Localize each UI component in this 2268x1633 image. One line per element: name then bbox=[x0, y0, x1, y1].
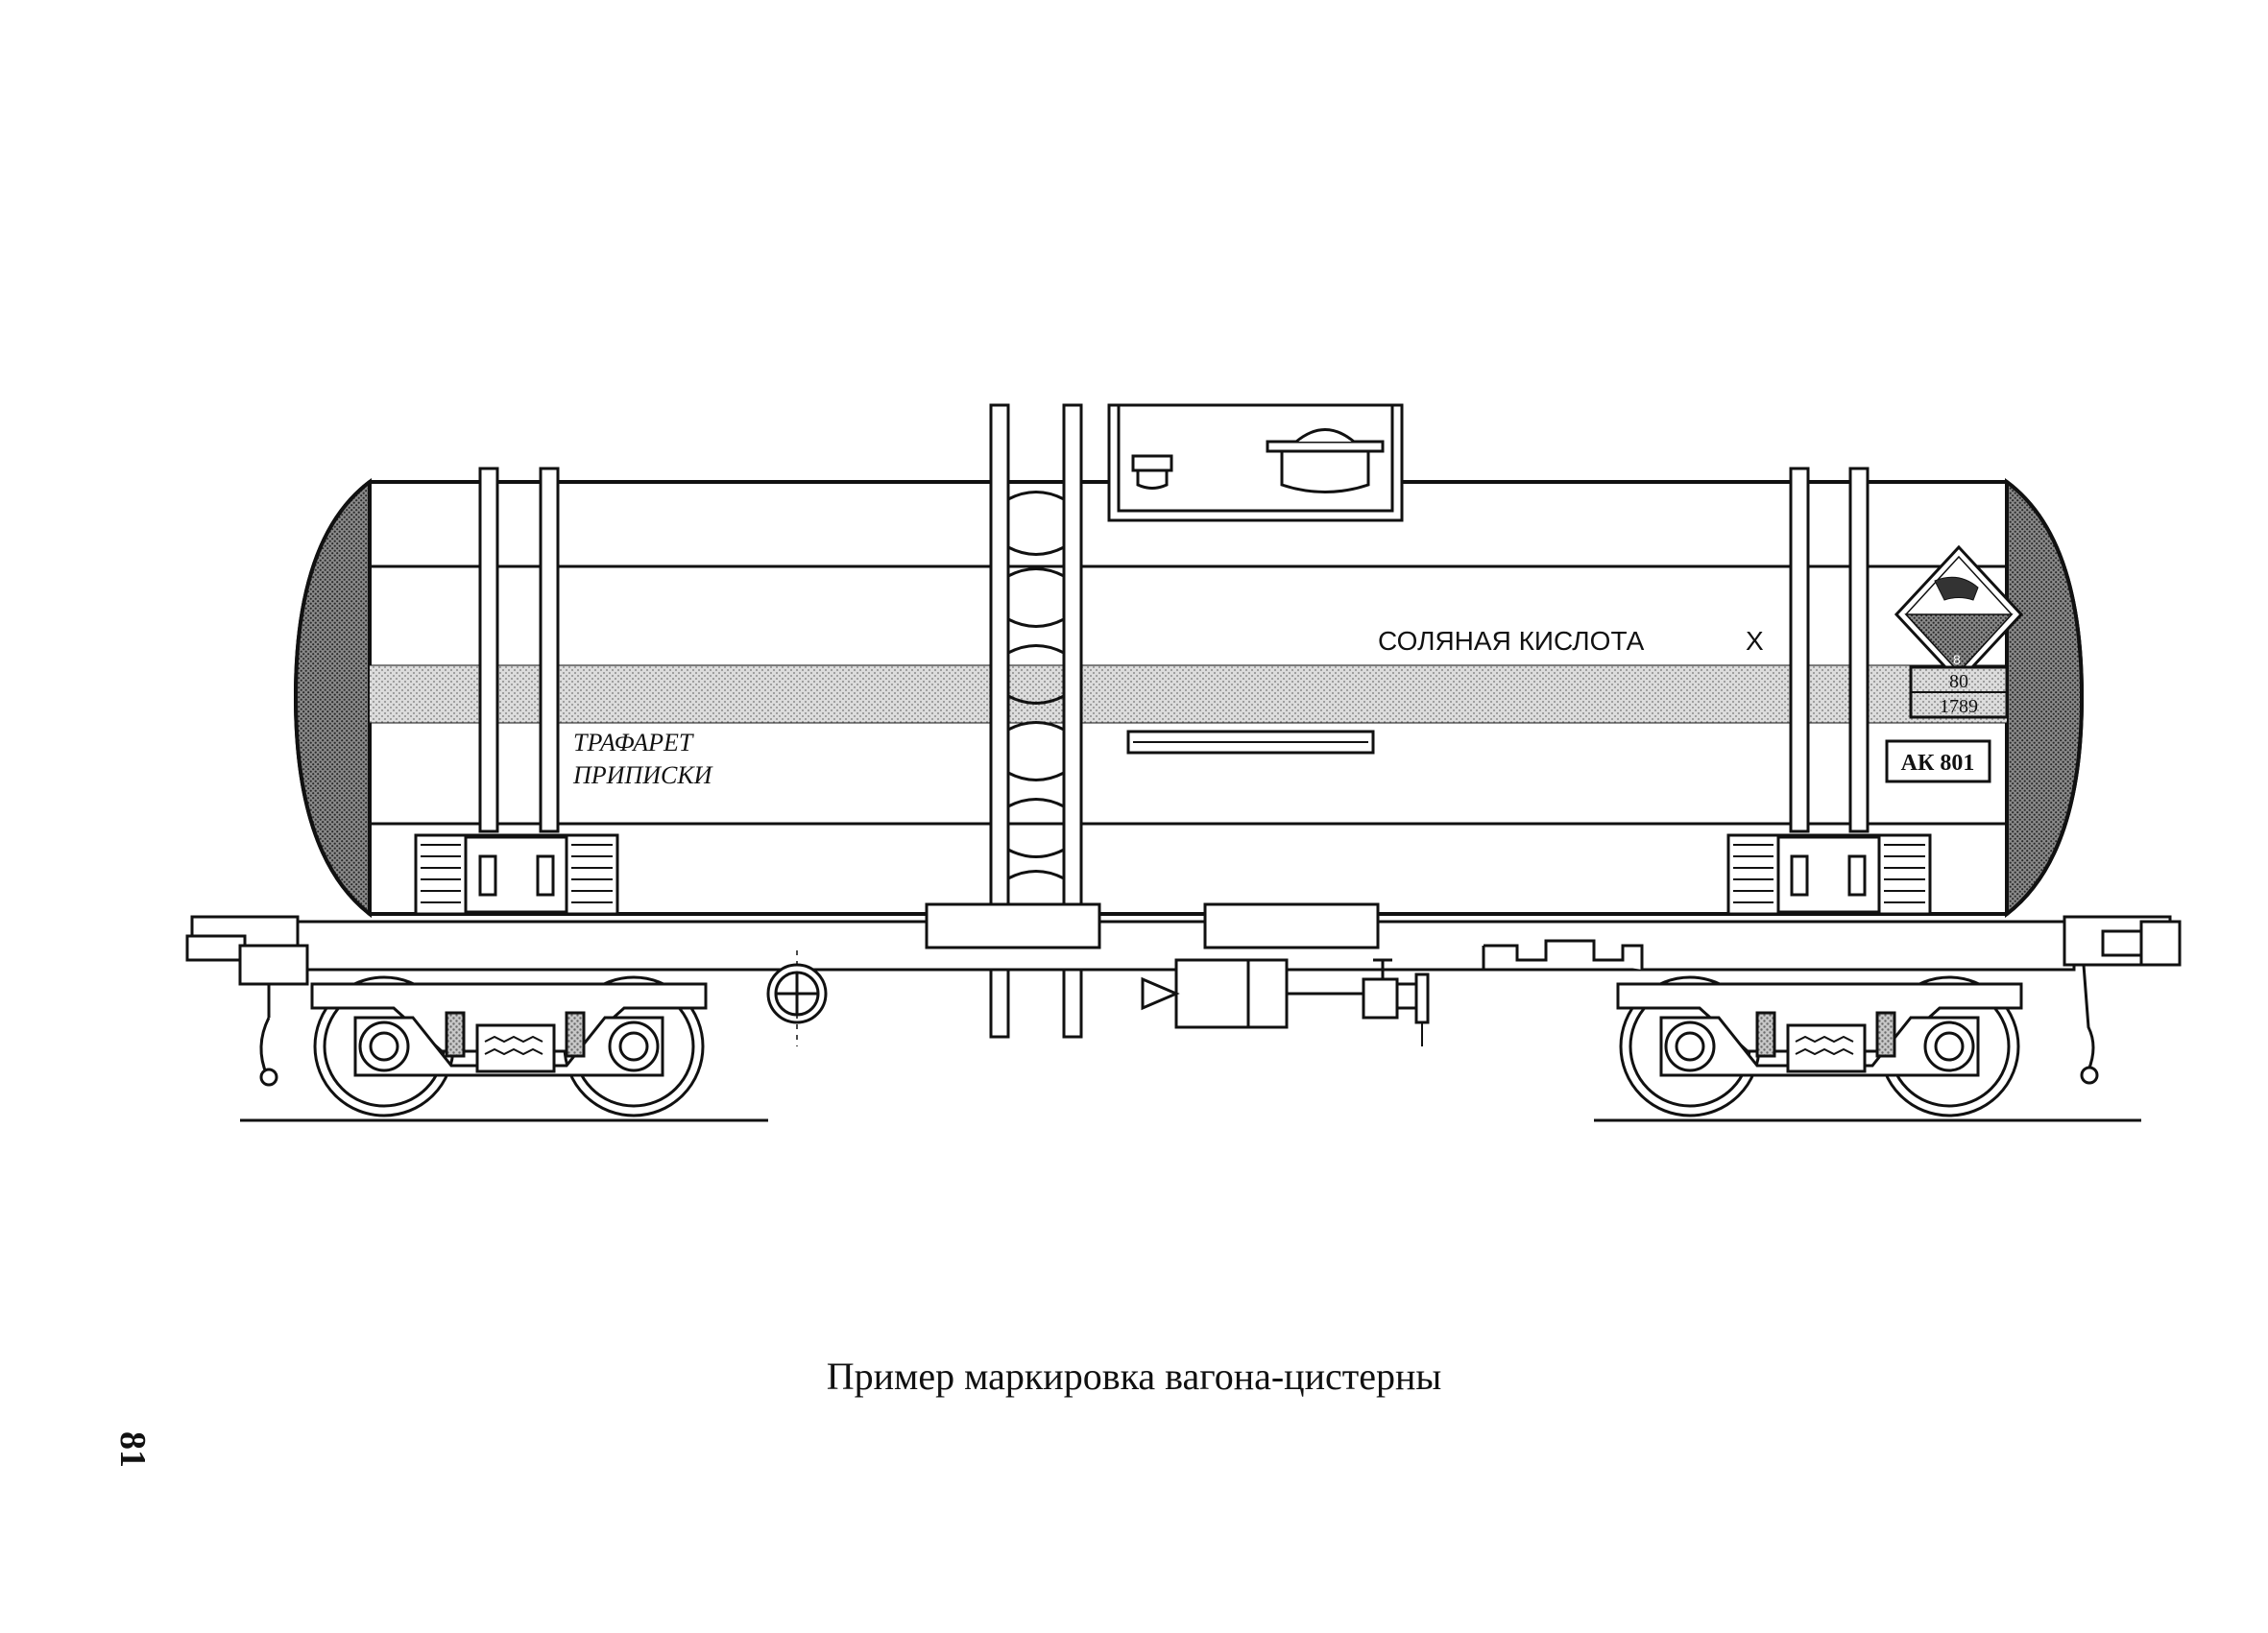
tank-straps bbox=[478, 467, 1870, 833]
left-bogie bbox=[310, 975, 708, 1117]
left-saddle bbox=[414, 833, 619, 916]
cargo-mark-label: X bbox=[1746, 626, 1764, 656]
stencil-label-line1: ТРАФАРЕТ bbox=[573, 729, 694, 756]
cargo-name-label: СОЛЯНАЯ КИСЛОТА bbox=[1378, 626, 1645, 656]
hazard-panel bbox=[1909, 665, 2009, 719]
figure-caption: Пример маркировка вагона-цистерны bbox=[826, 1355, 1442, 1398]
corrosive-diamond-icon bbox=[1894, 544, 2024, 684]
page-number: 81 bbox=[112, 1431, 153, 1468]
right-saddle bbox=[1726, 833, 1932, 916]
plate-text: АК 801 bbox=[1901, 751, 1975, 776]
hazard-class-number: 8 bbox=[1953, 652, 1961, 667]
right-bogie bbox=[1616, 975, 2023, 1117]
tank-shell bbox=[293, 477, 2085, 919]
un-number-text: 1789 bbox=[1940, 696, 1978, 717]
top-dome bbox=[1107, 403, 1404, 522]
hazard-code-text: 80 bbox=[1949, 671, 1968, 692]
stencil-label-line2: ПРИПИСКИ bbox=[572, 761, 713, 789]
ladder bbox=[989, 403, 1083, 1039]
plate-box bbox=[1885, 739, 1991, 783]
underframe bbox=[185, 902, 2182, 1087]
